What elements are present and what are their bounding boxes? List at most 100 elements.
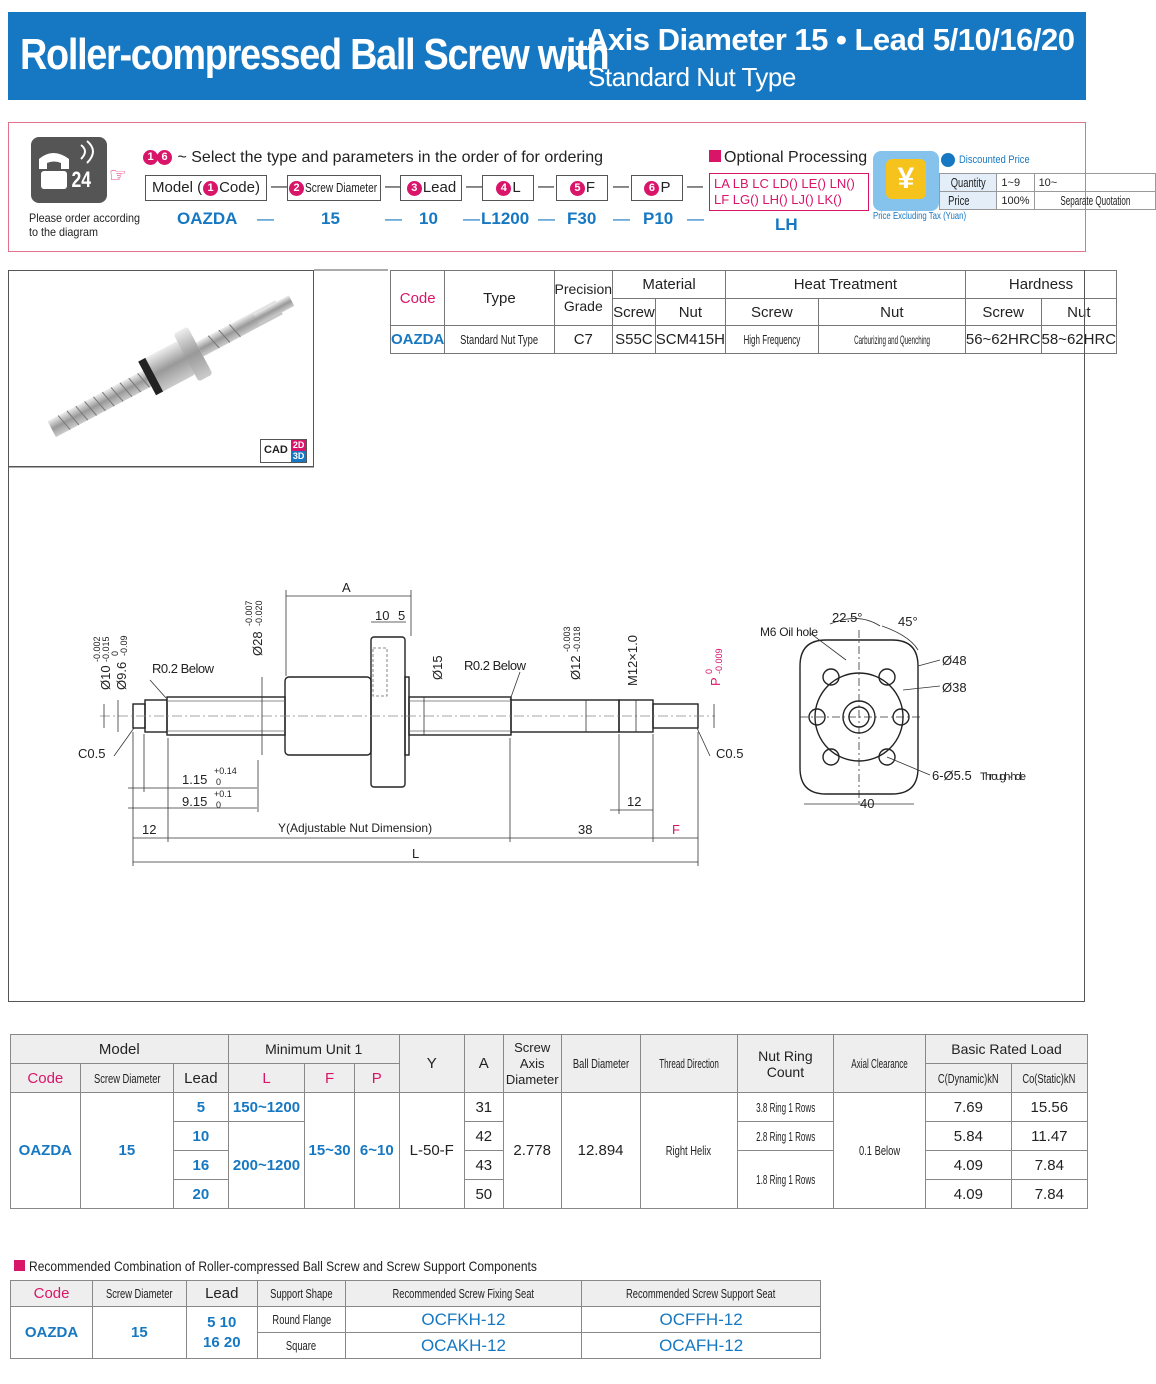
- rec-fix-seat[interactable]: OCFKH-12: [344, 1306, 583, 1333]
- th-type: Type: [444, 270, 555, 326]
- rec-screw-diameter: 15: [92, 1306, 187, 1359]
- page-title: Roller-compressed Ball Screw with: [20, 30, 610, 79]
- table-row-lead: 20: [173, 1179, 229, 1209]
- optional-value: LH: [775, 215, 798, 234]
- model-table: Model Minimum Unit 1 Y A Screw Axis Diam…: [10, 1034, 1089, 1209]
- order-value-f: F30: [567, 209, 597, 228]
- separator: —: [687, 209, 704, 228]
- th-axial: Axial Clearance: [851, 1056, 908, 1071]
- separator: —: [385, 209, 402, 228]
- dim-10: 10: [375, 608, 389, 623]
- svg-text:+0.1: +0.1: [214, 789, 232, 799]
- th-hardness: Hardness: [964, 270, 1118, 299]
- phone-icon: 24: [31, 137, 107, 203]
- th-precision: Precision Grade: [553, 270, 614, 326]
- phone-note-1: Please order according: [29, 211, 141, 225]
- label-c05-right: C0.5: [716, 746, 743, 761]
- dim-phi10: Ø10: [98, 665, 113, 690]
- order-value-lead: 10: [419, 209, 438, 228]
- dim-l: L: [412, 846, 419, 861]
- th-thread: Thread Direction: [658, 1056, 719, 1071]
- dim-y: Y(Adjustable Nut Dimension): [278, 821, 432, 835]
- optional-codes-2: LF LG() LH() LJ() LK(): [714, 192, 842, 207]
- dim-phi9-6: Ø9.6: [114, 662, 129, 690]
- th-min-unit: Minimum Unit 1: [227, 1034, 400, 1064]
- rec-fix-seat[interactable]: OCAKH-12: [344, 1332, 583, 1359]
- separator: —: [466, 178, 482, 195]
- th-model: Model: [10, 1034, 229, 1064]
- order-value-diameter: 15: [321, 209, 340, 228]
- separator: —: [687, 178, 703, 195]
- page-header: Roller-compressed Ball Screw with Axis D…: [8, 12, 1086, 100]
- spec-table: Code Type Precision Grade Material Heat …: [389, 270, 1118, 354]
- svg-text:0: 0: [216, 777, 221, 787]
- ordering-guide: 24 Please order according to the diagram…: [8, 122, 1156, 252]
- order-value-l: L1200: [481, 209, 530, 228]
- th-nut-ring: Nut Ring Count: [736, 1034, 835, 1093]
- model-thread: Right Helix: [666, 1143, 712, 1158]
- spec-mat-screw: S55C: [612, 325, 656, 354]
- dim-phi12: Ø12: [568, 655, 583, 680]
- dim-a: A: [342, 580, 351, 595]
- dim-phi15: Ø15: [430, 655, 445, 680]
- svg-text:-0.020: -0.020: [254, 600, 264, 626]
- dim-40: 40: [860, 796, 874, 811]
- table-row-lead: 5: [173, 1092, 229, 1122]
- spec-code: OAZDA: [389, 325, 446, 354]
- svg-text:-0.009: -0.009: [714, 648, 724, 674]
- model-l-range-1: 150~1200: [227, 1092, 306, 1122]
- dim-12-right: 12: [627, 794, 641, 809]
- optional-codes-box: LA LB LC LD() LE() LN() LF LG() LH() LJ(…: [709, 173, 869, 211]
- label-c05-left: C0.5: [78, 746, 105, 761]
- rec-support-seat[interactable]: OCFFH-12: [581, 1306, 821, 1333]
- dim-12-left: 12: [142, 822, 156, 837]
- svg-text:-0.002: -0.002: [92, 636, 102, 662]
- dim-phi48: Ø48: [942, 653, 967, 668]
- th-heat: Heat Treatment: [724, 270, 966, 299]
- svg-text:0: 0: [704, 669, 714, 674]
- th-load: Basic Rated Load: [925, 1034, 1088, 1064]
- rec-code: OAZDA: [9, 1306, 94, 1359]
- svg-text:-0.015: -0.015: [101, 636, 111, 662]
- rec-support-seat[interactable]: OCAFH-12: [581, 1332, 821, 1359]
- separator: —: [463, 209, 480, 228]
- dim-1-15: 1.15: [182, 772, 207, 787]
- th-a: A: [463, 1034, 504, 1093]
- th-screw-axis: Screw Axis Diameter: [502, 1034, 562, 1093]
- optional-codes-1: LA LB LC LD() LE() LN(): [714, 176, 855, 191]
- phone-note-2: to the diagram: [29, 225, 99, 239]
- dim-m12: M12×1.0: [625, 635, 640, 686]
- ball-screw-photo: [47, 295, 295, 438]
- th-y: Y: [398, 1034, 465, 1093]
- model-axis-diameter: 2.778: [502, 1092, 562, 1209]
- phone-hours: 24: [71, 167, 92, 192]
- separator: —: [257, 209, 274, 228]
- model-p-range: 6~10: [353, 1092, 400, 1209]
- arrow-right-icon: [568, 56, 579, 72]
- th-code: Code: [389, 270, 446, 326]
- spec-hard-screw: 56~62HRC: [964, 325, 1042, 354]
- svg-text:+0.14: +0.14: [214, 766, 237, 776]
- svg-text:-0.09: -0.09: [119, 635, 129, 656]
- order-value-code: OAZDA: [177, 209, 238, 228]
- model-code: OAZDA: [10, 1092, 81, 1209]
- separator: —: [271, 178, 287, 195]
- spec-grade: C7: [553, 325, 614, 354]
- recommended-table: Code Screw Diameter Lead Support Shape R…: [9, 1280, 821, 1359]
- dim-f: F: [672, 822, 680, 837]
- circle-number-1: 1: [143, 150, 158, 166]
- technical-drawing: A 10 5 R0.2 Below R0.2 Below C0.5 C0.5 1…: [8, 269, 1026, 866]
- spec-type: Standard Nut Type: [460, 332, 539, 347]
- separator: —: [538, 209, 555, 228]
- separator: —: [613, 209, 630, 228]
- th-ball: Ball Diameter: [572, 1056, 629, 1071]
- svg-text:-0.003: -0.003: [562, 626, 572, 652]
- svg-text:0: 0: [216, 800, 221, 810]
